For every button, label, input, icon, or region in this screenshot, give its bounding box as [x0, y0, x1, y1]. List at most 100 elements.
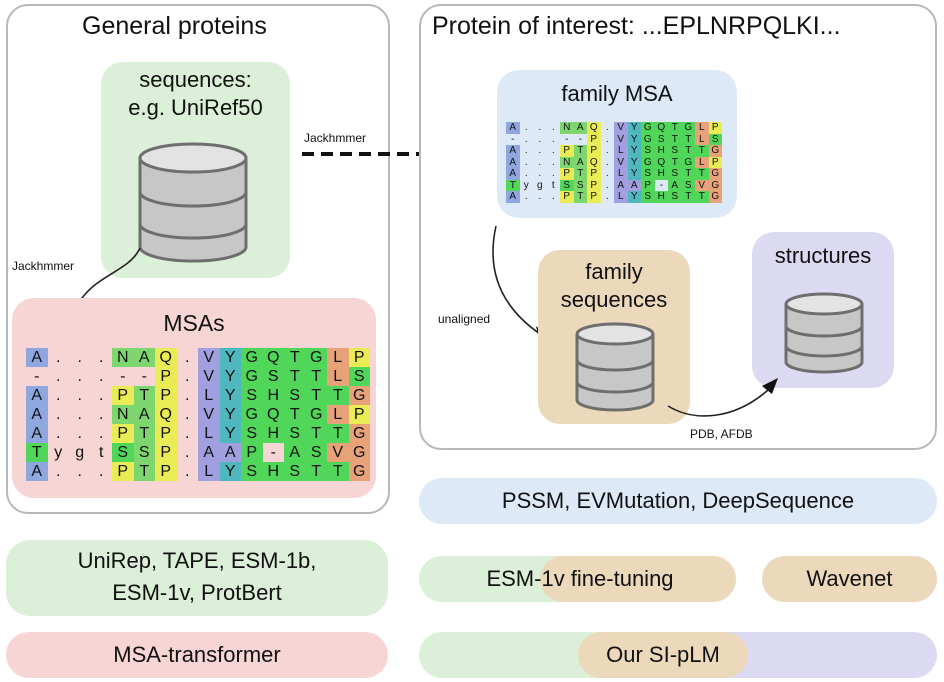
- msa-residue: V: [198, 405, 220, 424]
- si-plm-text: Our SI-pLM: [606, 642, 720, 667]
- jackhmmer-left-label: Jackhmmer: [12, 259, 75, 273]
- general-proteins-title: General proteins: [82, 12, 267, 40]
- msa-residue: A: [219, 443, 241, 462]
- msa-residue: .: [605, 168, 609, 179]
- msa-residue: A: [284, 443, 306, 462]
- msa-residue: .: [185, 387, 190, 404]
- msa-residue: Q: [155, 405, 177, 424]
- msa-residue: A: [573, 122, 587, 134]
- msa-residue: G: [348, 443, 370, 462]
- msa-residue: t: [99, 444, 104, 461]
- msa-residue: L: [695, 133, 709, 145]
- msa-residue: .: [56, 425, 61, 442]
- msa-residue: S: [641, 145, 655, 157]
- msa-residue: G: [681, 122, 695, 134]
- msa-residue: A: [614, 179, 628, 191]
- msa-residue: A: [198, 443, 220, 462]
- msa-residue: A: [26, 462, 48, 481]
- msa-residue: .: [56, 387, 61, 404]
- family-sequences-database-icon: [575, 322, 655, 412]
- msa-residue: L: [198, 462, 220, 481]
- msa-residue: Q: [654, 156, 668, 168]
- msa-residue: S: [654, 133, 668, 145]
- msa-residue: S: [284, 424, 306, 443]
- msa-residue: N: [560, 156, 574, 168]
- msa-residue: .: [185, 463, 190, 480]
- msa-residue: L: [327, 348, 349, 367]
- msa-residue: T: [668, 133, 682, 145]
- msa-residue: L: [614, 145, 628, 157]
- msa-residue: S: [573, 179, 587, 191]
- family-sequences-label: family sequences: [560, 259, 668, 312]
- msa-residue: Q: [262, 405, 284, 424]
- msa-residue: .: [551, 168, 555, 179]
- pssm-methods-text: PSSM, EVMutation, DeepSequence: [501, 488, 855, 513]
- msa-residue: L: [695, 156, 709, 168]
- msa-residue: S: [133, 443, 155, 462]
- msa-residue: V: [614, 122, 628, 134]
- msa-residue: Y: [219, 367, 241, 386]
- pdb-afdb-label: PDB, AFDB: [690, 427, 753, 441]
- msa-residue: A: [506, 122, 520, 134]
- msa-residue: T: [284, 405, 306, 424]
- protein-of-interest-title: Protein of interest: ...EPLNRPQLKI...: [432, 12, 841, 40]
- msa-residue: .: [605, 145, 609, 156]
- msa-residue: V: [695, 179, 709, 191]
- msa-residue: Q: [262, 348, 284, 367]
- msa-residue: .: [185, 349, 190, 366]
- msa-residue: -: [659, 179, 663, 191]
- msa-residue: S: [241, 462, 263, 481]
- msa-residue: S: [560, 179, 574, 191]
- msa-residue: A: [506, 156, 520, 168]
- msa-residue: .: [524, 191, 528, 202]
- msa-residue: A: [506, 145, 520, 157]
- msa-residue: .: [538, 168, 542, 179]
- msa-residue: .: [77, 425, 82, 442]
- msa-residue: T: [681, 133, 695, 145]
- msa-residue: G: [348, 462, 370, 481]
- msa-residue: S: [668, 168, 682, 180]
- msa-residue: .: [99, 463, 104, 480]
- msa-residue: -: [34, 368, 40, 385]
- msa-residue: N: [112, 348, 134, 367]
- msa-residue: T: [681, 168, 695, 180]
- msa-residue: Y: [219, 462, 241, 481]
- msa-residue: -: [511, 133, 515, 145]
- msa-residue: S: [284, 386, 306, 405]
- msa-residue: A: [26, 424, 48, 443]
- msa-residue: .: [185, 368, 190, 385]
- msa-residue: A: [506, 168, 520, 180]
- msa-residue: .: [551, 133, 555, 145]
- msa-residue: N: [112, 405, 134, 424]
- structures-label: structures: [774, 243, 872, 268]
- msa-residue: T: [668, 156, 682, 168]
- msa-residue: A: [627, 179, 641, 191]
- msa-residue: T: [681, 145, 695, 157]
- msa-residue: G: [305, 405, 327, 424]
- si-plm-tan-pill: [578, 632, 748, 678]
- msa-residue: Y: [219, 386, 241, 405]
- msa-residue: y: [523, 179, 529, 191]
- msa-residue: .: [524, 156, 528, 168]
- msa-residue: A: [133, 405, 155, 424]
- msa-residue: L: [327, 367, 349, 386]
- msa-residue: T: [573, 191, 587, 203]
- msa-residue: -: [270, 444, 276, 461]
- msa-residue: .: [538, 156, 542, 168]
- msa-residue: -: [141, 368, 147, 385]
- msa-residue: S: [641, 191, 655, 203]
- pssm-methods-pill: [419, 478, 937, 524]
- msa-residue: .: [185, 444, 190, 461]
- msa-residue: .: [605, 191, 609, 202]
- msa-residue: .: [56, 406, 61, 423]
- msa-residue: T: [327, 462, 349, 481]
- msa-residue: A: [506, 191, 520, 203]
- msa-residue: N: [560, 122, 574, 134]
- msa-residue: .: [551, 191, 555, 202]
- msa-residue: P: [560, 168, 574, 180]
- msa-transformer-pill: [6, 632, 388, 678]
- msa-residue: G: [348, 386, 370, 405]
- msa-residue: G: [681, 156, 695, 168]
- pdb-arrow: [667, 378, 778, 417]
